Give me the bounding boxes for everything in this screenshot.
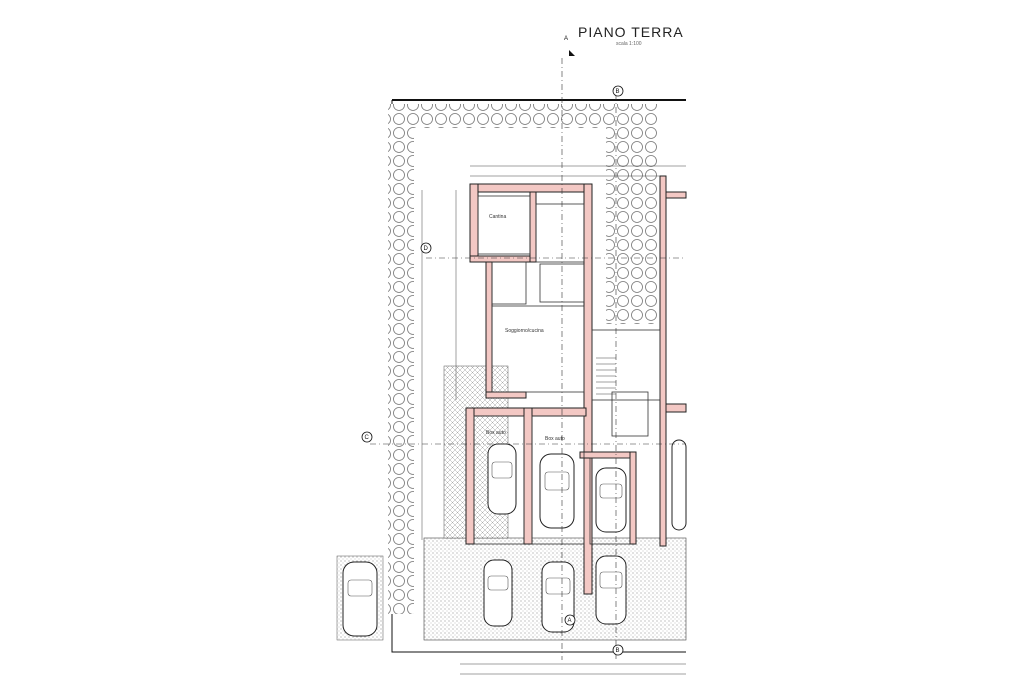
car-7	[342, 561, 378, 637]
hedge-top	[388, 104, 613, 128]
plan-scale: scala 1:100	[616, 41, 642, 47]
car-8	[671, 439, 687, 531]
section-marker-b: B	[612, 85, 624, 97]
car-6	[595, 555, 627, 625]
svg-text:D: D	[424, 246, 429, 252]
room-label-soggiorno: Soggiorno/cucina	[505, 328, 544, 334]
hedge-left	[388, 128, 414, 614]
room-label-garage-2: Box auto	[545, 436, 565, 442]
car-5	[541, 561, 575, 633]
room-label-cantina: Cantina	[489, 214, 507, 220]
svg-text:A: A	[568, 618, 572, 624]
car-4	[483, 559, 513, 627]
section-marker-b-bottom: B	[612, 644, 624, 656]
section-marker-a: A	[564, 36, 575, 56]
car-3	[595, 467, 627, 533]
svg-text:B: B	[616, 648, 620, 654]
section-marker-d: D	[420, 242, 432, 254]
room-label-garage-1: Box auto	[486, 430, 506, 436]
hedge-right	[606, 104, 658, 324]
car-2	[539, 453, 575, 529]
car-1	[487, 443, 517, 515]
svg-text:B: B	[616, 89, 620, 95]
section-marker-a-bottom: A	[564, 614, 576, 626]
svg-text:C: C	[365, 435, 370, 441]
section-marker-c: C	[361, 431, 373, 443]
svg-text:A: A	[564, 36, 568, 42]
plan-title: PIANO TERRA	[578, 24, 684, 40]
